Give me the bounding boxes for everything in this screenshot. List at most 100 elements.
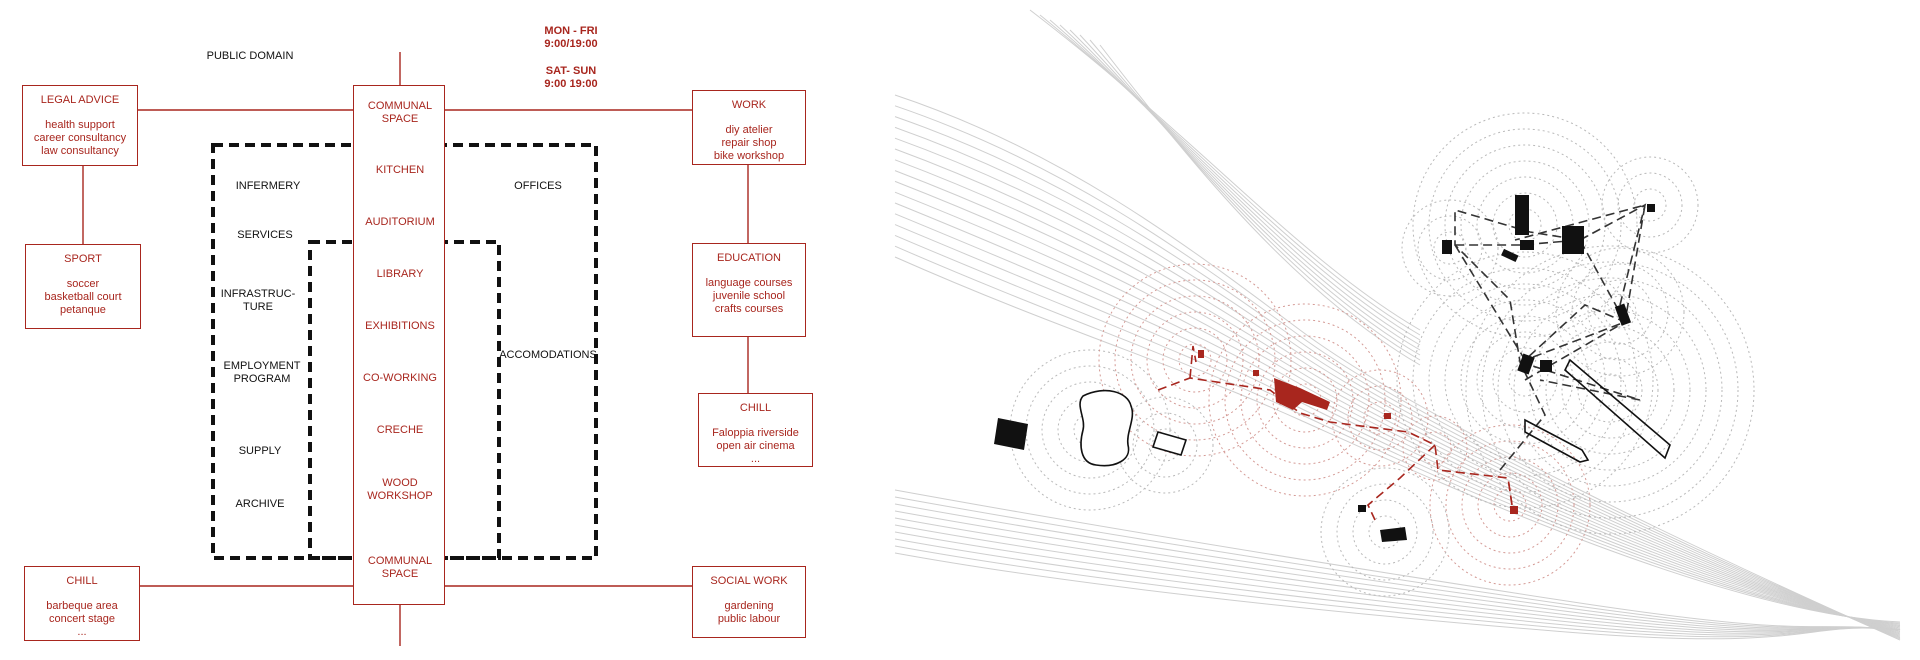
spine-wood-line-2: WORKSHOP: [367, 490, 433, 502]
rail-line: [1079, 34, 1421, 356]
influence-ring: [1331, 369, 1429, 467]
influence-ring: [1571, 263, 1669, 361]
rail-line: [894, 552, 1901, 640]
rail-line: [894, 213, 1901, 628]
influence-rings: [1009, 112, 1755, 597]
zone-archive: ARCHIVE: [235, 498, 285, 510]
red-path-end: [1507, 477, 1513, 506]
influence-ring: [1445, 440, 1575, 570]
building-red-small: [1253, 370, 1259, 376]
sport-line: soccer: [66, 278, 100, 290]
legal-advice-line: law consultancy: [41, 145, 119, 157]
zone-employment-2: PROGRAM: [233, 373, 291, 385]
influence-ring: [1418, 431, 1452, 465]
chill-right-box: CHILL Faloppia riverside open air cinema…: [698, 393, 813, 467]
influence-ring: [1224, 319, 1386, 481]
building-red-small: [1198, 350, 1204, 358]
railway-lines: [894, 9, 1901, 641]
rail-line: [894, 510, 1901, 631]
rail-line: [894, 105, 1901, 640]
influence-ring: [1428, 128, 1622, 322]
rail-line: [1049, 19, 1421, 341]
spine-auditorium: AUDITORIUM: [365, 216, 435, 228]
influence-ring: [1545, 325, 1675, 455]
influence-ring: [1401, 199, 1499, 297]
zone-infrastructure-2: TURE: [243, 301, 273, 313]
social-work-line: gardening: [724, 600, 774, 612]
influence-ring: [1465, 245, 1755, 535]
building-stadium: [1079, 389, 1134, 467]
building-platform: [1524, 418, 1590, 463]
influence-ring: [1492, 347, 1558, 413]
building-black-small: [1501, 248, 1519, 263]
influence-ring: [1603, 295, 1637, 329]
influence-ring: [1162, 327, 1228, 393]
sport-line: petanque: [60, 304, 106, 316]
influence-ring: [1433, 231, 1467, 265]
influence-ring: [1272, 367, 1338, 433]
rail-line: [894, 489, 1901, 631]
influence-ring: [1508, 208, 1542, 242]
communal-spine: [353, 85, 445, 605]
work-box: WORK diy atelier repair shop bike worksh…: [692, 90, 806, 165]
weekend-hours-label: SAT- SUN: [545, 65, 597, 77]
influence-ring: [1477, 472, 1543, 538]
influence-ring: [1146, 311, 1244, 409]
influence-ring: [1114, 279, 1276, 441]
rail-line: [894, 524, 1901, 633]
spine-exhibitions: EXHIBITIONS: [365, 320, 435, 332]
influence-ring: [1460, 160, 1590, 290]
network-links: [1157, 203, 1647, 521]
building-black-small: [1614, 303, 1632, 326]
influence-ring: [1208, 303, 1402, 497]
rail-line: [894, 180, 1901, 631]
rail-line: [894, 503, 1901, 631]
spine-library: LIBRARY: [376, 268, 424, 280]
rail-line: [894, 170, 1901, 633]
influence-ring: [1444, 144, 1606, 306]
weekday-hours-label: MON - FRI: [544, 25, 598, 37]
influence-ring: [1497, 277, 1723, 503]
influence-ring: [1481, 261, 1739, 519]
influence-ring: [1587, 279, 1653, 345]
chill-right-line: Faloppia riverside: [712, 427, 799, 439]
spine-top-line-2: SPACE: [381, 113, 419, 125]
chill-right-line: ...: [750, 453, 761, 465]
rail-line: [894, 245, 1901, 624]
influence-ring: [1492, 192, 1558, 258]
rail-line: [894, 137, 1901, 636]
influence-ring: [1593, 373, 1627, 407]
building-black-small: [1647, 204, 1655, 212]
influence-ring: [1529, 309, 1691, 471]
social-work-title: SOCIAL WORK: [710, 575, 788, 587]
building-red-small: [1510, 506, 1518, 514]
rail-line: [894, 191, 1901, 630]
rail-line: [894, 517, 1901, 631]
influence-ring: [1402, 415, 1468, 481]
rail-line: [894, 531, 1901, 634]
influence-ring: [1352, 499, 1418, 565]
rail-line: [1059, 24, 1421, 346]
sport-line: basketball court: [44, 291, 122, 303]
rail-line: [1039, 14, 1421, 336]
influence-ring: [1513, 293, 1707, 487]
building-black-comb: [1380, 527, 1407, 542]
building-tower: [1515, 195, 1529, 235]
spine-coworking: CO-WORKING: [363, 372, 437, 384]
rail-line: [894, 116, 1901, 639]
building-black-small: [1442, 240, 1452, 254]
rail-line: [894, 224, 1901, 627]
sport-box: SPORT soccer basketball court petanque: [25, 244, 141, 329]
legal-advice-title: LEGAL ADVICE: [40, 94, 120, 106]
zone-services: SERVICES: [237, 229, 293, 241]
education-line: language courses: [705, 277, 793, 289]
weekday-hours-time: 9:00/19:00: [544, 38, 598, 50]
zone-supply: SUPPLY: [238, 445, 282, 457]
rail-line: [894, 538, 1901, 636]
black-path-b: [1454, 244, 1626, 362]
chill-right-title: CHILL: [739, 402, 772, 414]
spine-bottom-line-1: COMMUNAL: [367, 555, 433, 567]
spine-wood-line-1: WOOD: [382, 477, 418, 489]
rail-line: [1069, 29, 1421, 351]
